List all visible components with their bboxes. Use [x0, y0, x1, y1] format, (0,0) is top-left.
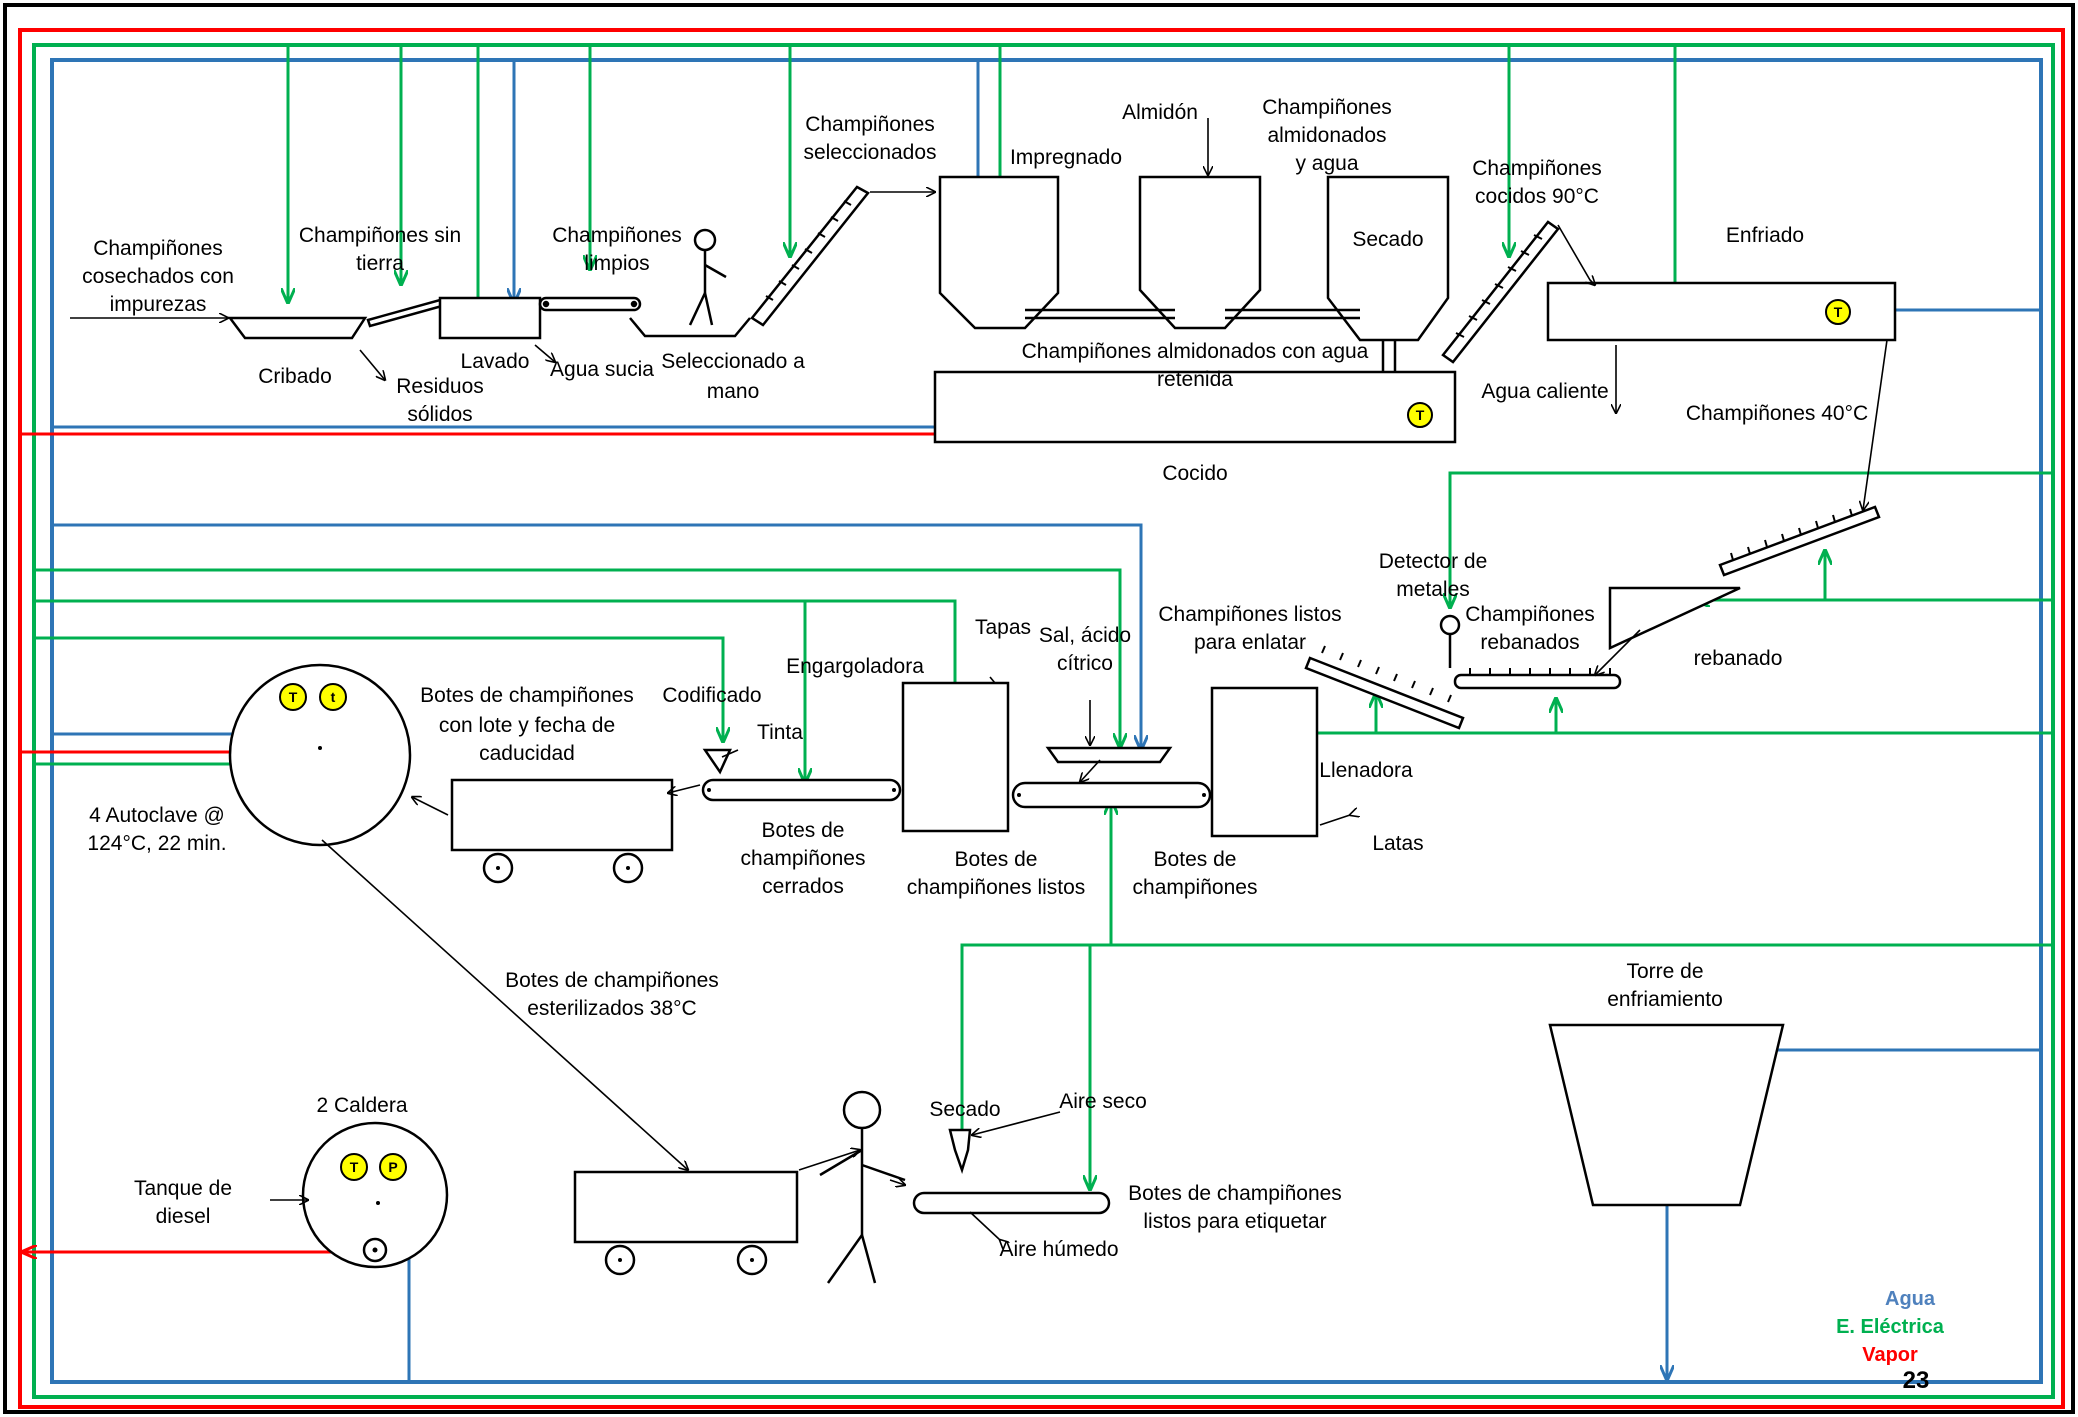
metal-detector — [1439, 614, 1461, 636]
temp-indicator-caldera — [340, 1153, 368, 1181]
small-dots — [318, 746, 1206, 870]
label-rebanado: rebanado — [1694, 647, 1783, 670]
legend-electrica: E. Eléctrica — [1836, 1316, 1945, 1338]
temp-indicator-cocido — [1407, 402, 1433, 428]
outer-frame — [3, 3, 2075, 1414]
label-tapas: Tapas — [975, 616, 1031, 639]
label-cribado: Cribado — [258, 365, 332, 388]
label-secado-top: Secado — [1352, 228, 1423, 251]
legend: Agua E. Eléctrica Vapor — [1836, 1288, 1945, 1366]
label-aire-humedo: Aire húmedo — [999, 1238, 1118, 1261]
temp-indicator-autoclave — [279, 683, 307, 711]
agua-loop — [50, 58, 2043, 1384]
autoclave — [228, 663, 412, 847]
equipment-top — [227, 175, 1897, 444]
conveyor-teeth-mid — [1321, 508, 1853, 703]
rebanado-slicer — [1608, 586, 1741, 650]
label-enfriado: Enfriado — [1726, 224, 1804, 247]
equipment-bottom — [301, 1023, 1785, 1284]
cart-lote — [450, 778, 674, 852]
impregnado-hopper — [938, 175, 1060, 330]
label-almidon: Almidón — [1122, 101, 1198, 124]
cribado-tray — [227, 316, 368, 340]
label-engargoladora: Engargoladora — [786, 655, 924, 678]
torre-enfriamiento — [1548, 1023, 1785, 1207]
secado-hopper — [1326, 175, 1450, 342]
time-indicator-autoclave — [319, 683, 347, 711]
equipment-middle — [228, 505, 1881, 884]
conveyor-teeth — [765, 200, 1543, 338]
label-aire-seco: Aire seco — [1059, 1090, 1147, 1113]
electrica-loop — [32, 43, 2055, 1399]
svg-text:T: T — [1416, 407, 1425, 423]
svg-text:T: T — [1834, 304, 1843, 320]
cocido-tank — [933, 370, 1457, 444]
label-codificado: Codificado — [662, 684, 761, 707]
svg-text:P: P — [388, 1159, 397, 1175]
label-autoclave: 4 Autoclave @124°C, 22 min. — [87, 804, 226, 855]
label-cocido: Cocido — [1162, 462, 1227, 485]
svg-text:T: T — [350, 1159, 359, 1175]
page-number: 23 — [1903, 1367, 1930, 1394]
label-agua-caliente: Agua caliente — [1481, 380, 1608, 403]
vapor-loop — [18, 28, 2065, 1409]
label-lavado: Lavado — [461, 350, 530, 373]
lavado-tank — [438, 296, 542, 340]
label-llenadora: Llenadora — [1319, 759, 1413, 782]
label-secado-bottom: Secado — [929, 1098, 1000, 1121]
legend-agua: Agua — [1885, 1288, 1936, 1310]
label-tinta: Tinta — [757, 721, 803, 744]
temp-indicator-enfriado — [1825, 299, 1851, 325]
svg-text:T: T — [289, 689, 298, 705]
process-arrows — [70, 118, 1888, 1240]
cart-esterilizados — [573, 1170, 799, 1244]
legend-vapor: Vapor — [1862, 1344, 1918, 1366]
engargoladora — [901, 681, 1010, 833]
llenadora — [1210, 686, 1319, 838]
label-caldera: 2 Caldera — [316, 1094, 407, 1117]
label-ch40: Champiñones 40°C — [1686, 402, 1868, 425]
label-impregnado: Impregnado — [1010, 146, 1122, 169]
indicators: T T T t T P — [279, 299, 1851, 1181]
svg-text:t: t — [331, 689, 336, 705]
label-agua-sucia: Agua sucia — [550, 358, 654, 381]
pressure-indicator-caldera — [379, 1153, 407, 1181]
label-latas: Latas — [1372, 832, 1423, 855]
almidon-hopper — [1138, 175, 1262, 330]
